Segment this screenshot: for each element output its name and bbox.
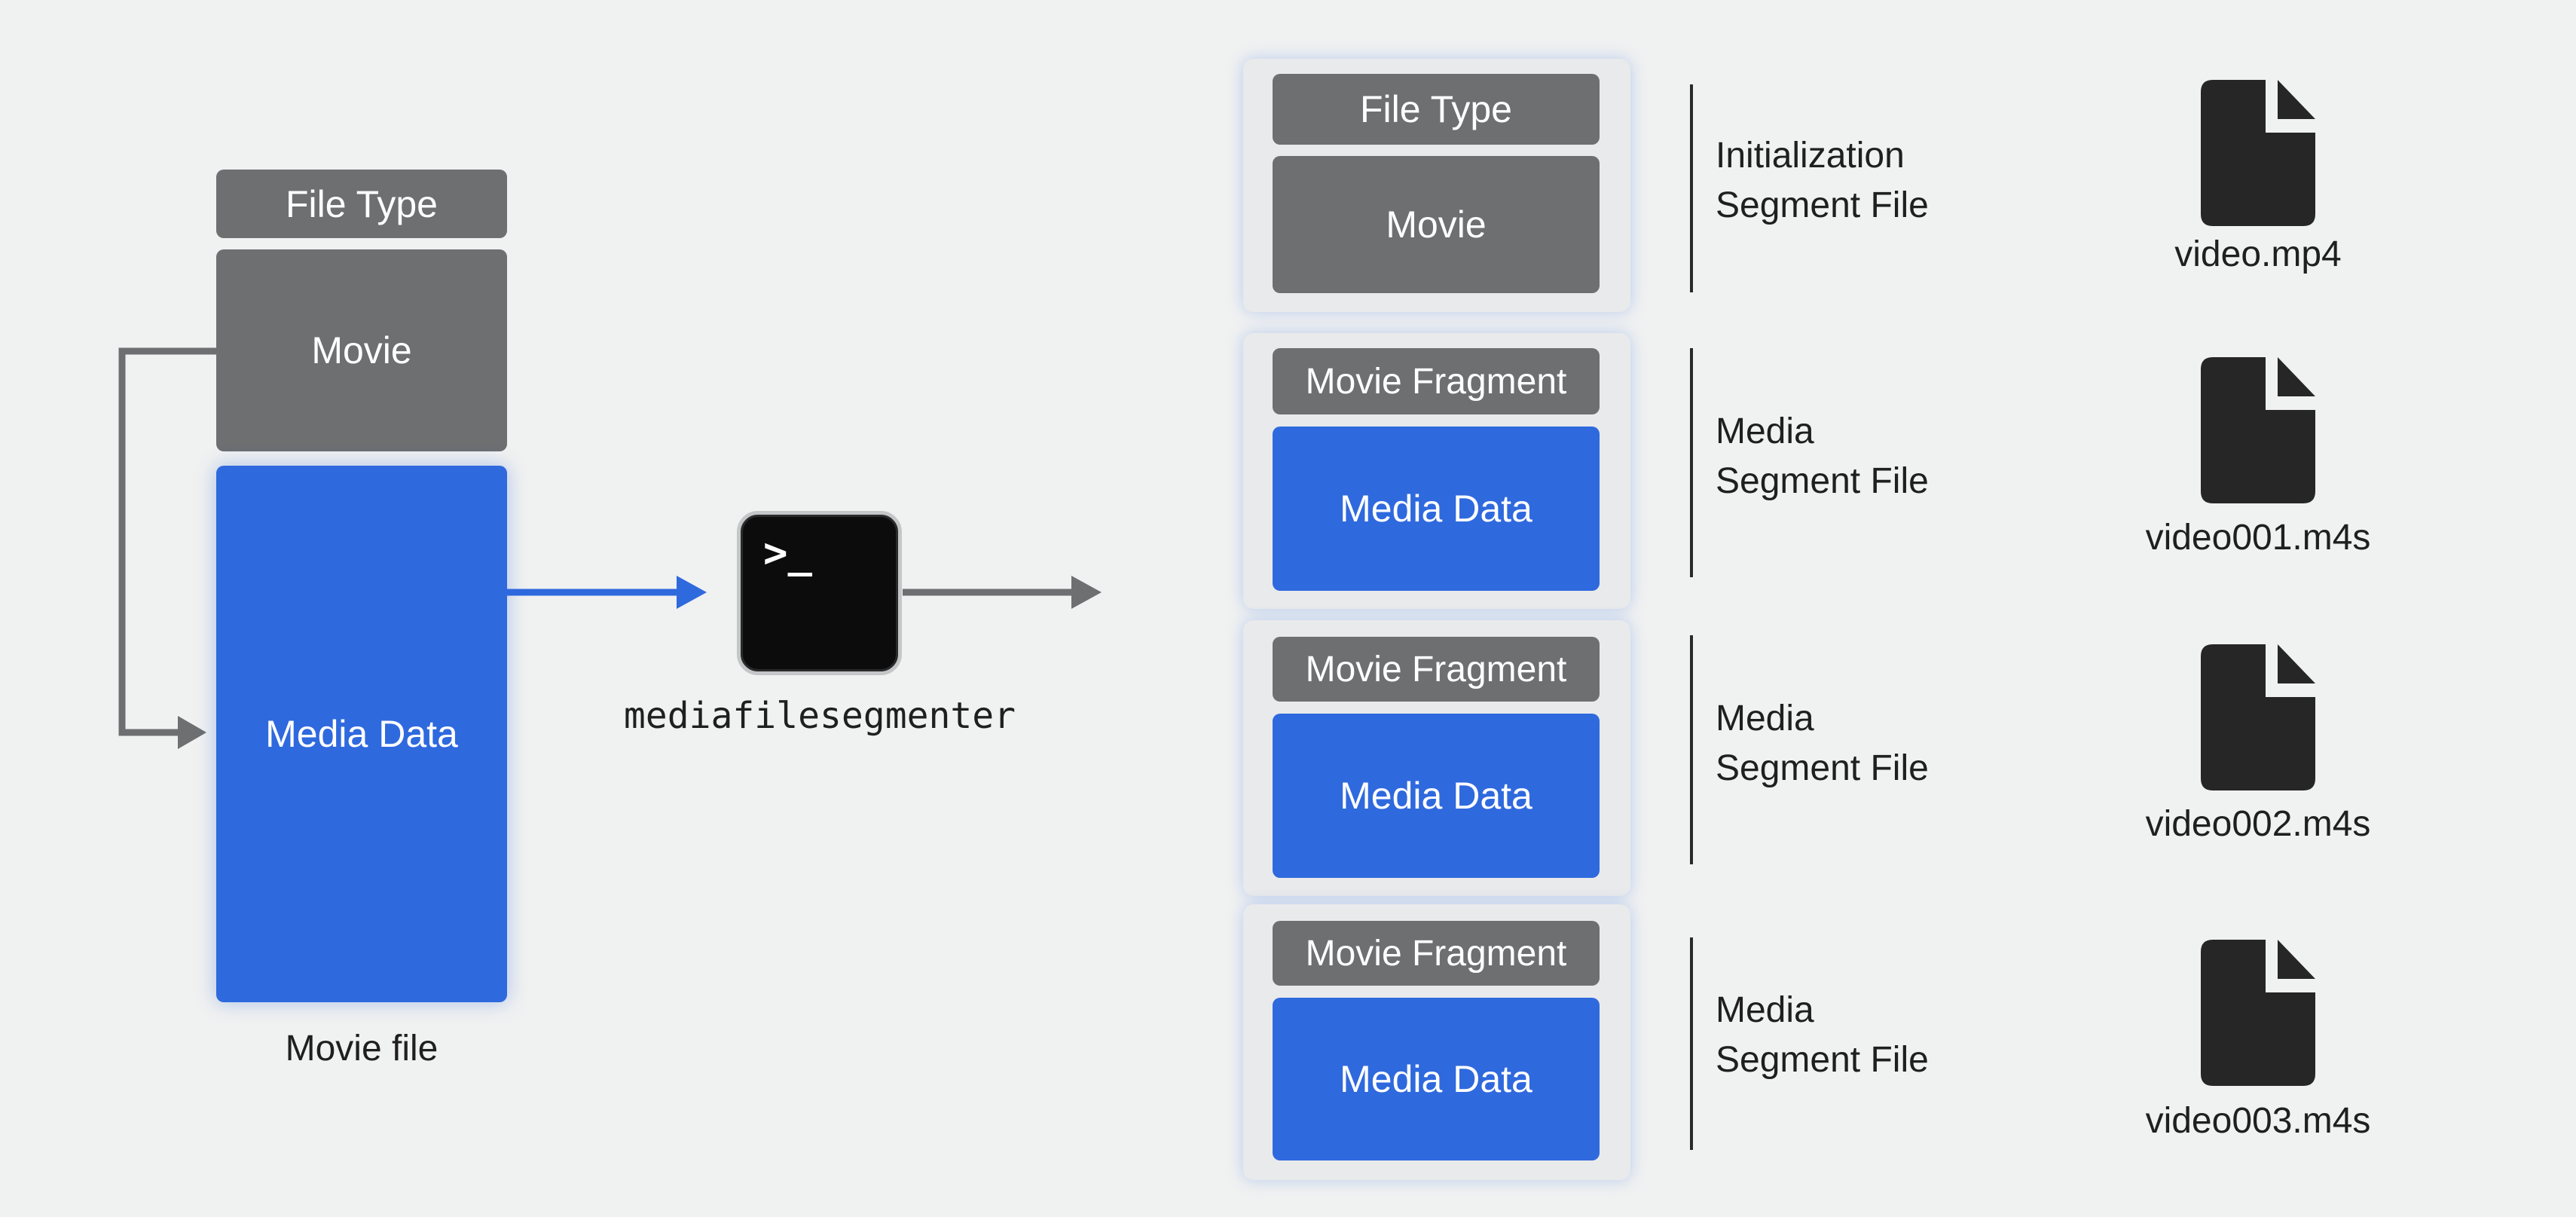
segment-2-file-name: video001.m4s — [2145, 518, 2371, 558]
segment-3-description-line1: Media — [1716, 699, 1814, 738]
terminal-prompt-glyph: >_ — [763, 529, 813, 576]
source-file-type-label: File Type — [286, 182, 438, 225]
segment-4-bottom-box: Media Data — [1273, 998, 1600, 1160]
source-movie-box: Movie — [216, 249, 507, 451]
segment-group-media-3: Movie Fragment Media Data — [1243, 904, 1630, 1180]
segment-3-top-label: Movie Fragment — [1305, 649, 1567, 690]
output-arrowhead — [1071, 576, 1102, 609]
segment-group-initialization: File Type Movie — [1243, 59, 1630, 312]
segment-4-top-box: Movie Fragment — [1273, 921, 1600, 986]
segment-2-description-line2: Segment File — [1716, 461, 1929, 501]
segment-4-bottom-label: Media Data — [1340, 1058, 1532, 1100]
segment-2-top-box: Movie Fragment — [1273, 348, 1600, 414]
segment-3-file-name: video002.m4s — [2145, 804, 2371, 844]
document-icon — [2201, 940, 2315, 1086]
segment-4-file-name: video003.m4s — [2145, 1101, 2371, 1141]
segment-1-divider — [1690, 84, 1693, 292]
segment-1-description-line2: Segment File — [1716, 185, 1929, 225]
segment-3-description-line2: Segment File — [1716, 748, 1929, 788]
segment-1-description-line1: Initialization — [1716, 136, 1905, 176]
segment-1-file-name: video.mp4 — [2174, 234, 2342, 274]
document-icon — [2201, 80, 2315, 226]
segment-3-divider — [1690, 635, 1693, 864]
segment-4-top-label: Movie Fragment — [1305, 933, 1567, 974]
document-icon — [2201, 644, 2315, 790]
segment-2-bottom-label: Media Data — [1340, 488, 1532, 530]
segment-group-media-2: Movie Fragment Media Data — [1243, 620, 1630, 896]
segment-2-description: Media Segment File — [1716, 407, 1929, 506]
segment-4-description-line1: Media — [1716, 990, 1814, 1030]
terminal-icon: >_ — [737, 511, 902, 675]
segment-2-top-label: Movie Fragment — [1305, 361, 1567, 402]
segment-3-bottom-label: Media Data — [1340, 775, 1532, 817]
segment-3-top-box: Movie Fragment — [1273, 637, 1600, 702]
movie-to-media-arrowhead — [178, 716, 206, 749]
source-media-data-label: Media Data — [265, 713, 458, 755]
segment-2-description-line1: Media — [1716, 411, 1814, 451]
input-arrowhead — [677, 576, 707, 609]
source-movie-file: File Type Movie Media Data — [216, 170, 507, 1002]
source-file-type-box: File Type — [216, 170, 507, 238]
segment-1-top-box: File Type — [1273, 74, 1600, 145]
source-movie-label: Movie — [311, 329, 412, 372]
segment-1-description: Initialization Segment File — [1716, 131, 1929, 231]
movie-to-media-arrow — [118, 347, 217, 736]
segment-2-divider — [1690, 348, 1693, 577]
segment-2-bottom-box: Media Data — [1273, 427, 1600, 591]
segment-4-description: Media Segment File — [1716, 986, 1929, 1085]
segment-1-bottom-box: Movie — [1273, 156, 1600, 293]
segment-1-top-label: File Type — [1360, 88, 1512, 130]
segment-4-divider — [1690, 937, 1693, 1150]
source-caption: Movie file — [285, 1029, 439, 1069]
segment-3-bottom-box: Media Data — [1273, 714, 1600, 878]
source-media-data-box: Media Data — [216, 466, 507, 1002]
segment-group-media-1: Movie Fragment Media Data — [1243, 333, 1630, 609]
segment-3-description: Media Segment File — [1716, 694, 1929, 793]
tool-name: mediafilesegmenter — [623, 695, 1016, 737]
document-icon — [2201, 357, 2315, 503]
segment-4-description-line2: Segment File — [1716, 1040, 1929, 1080]
segment-1-bottom-label: Movie — [1386, 203, 1487, 246]
